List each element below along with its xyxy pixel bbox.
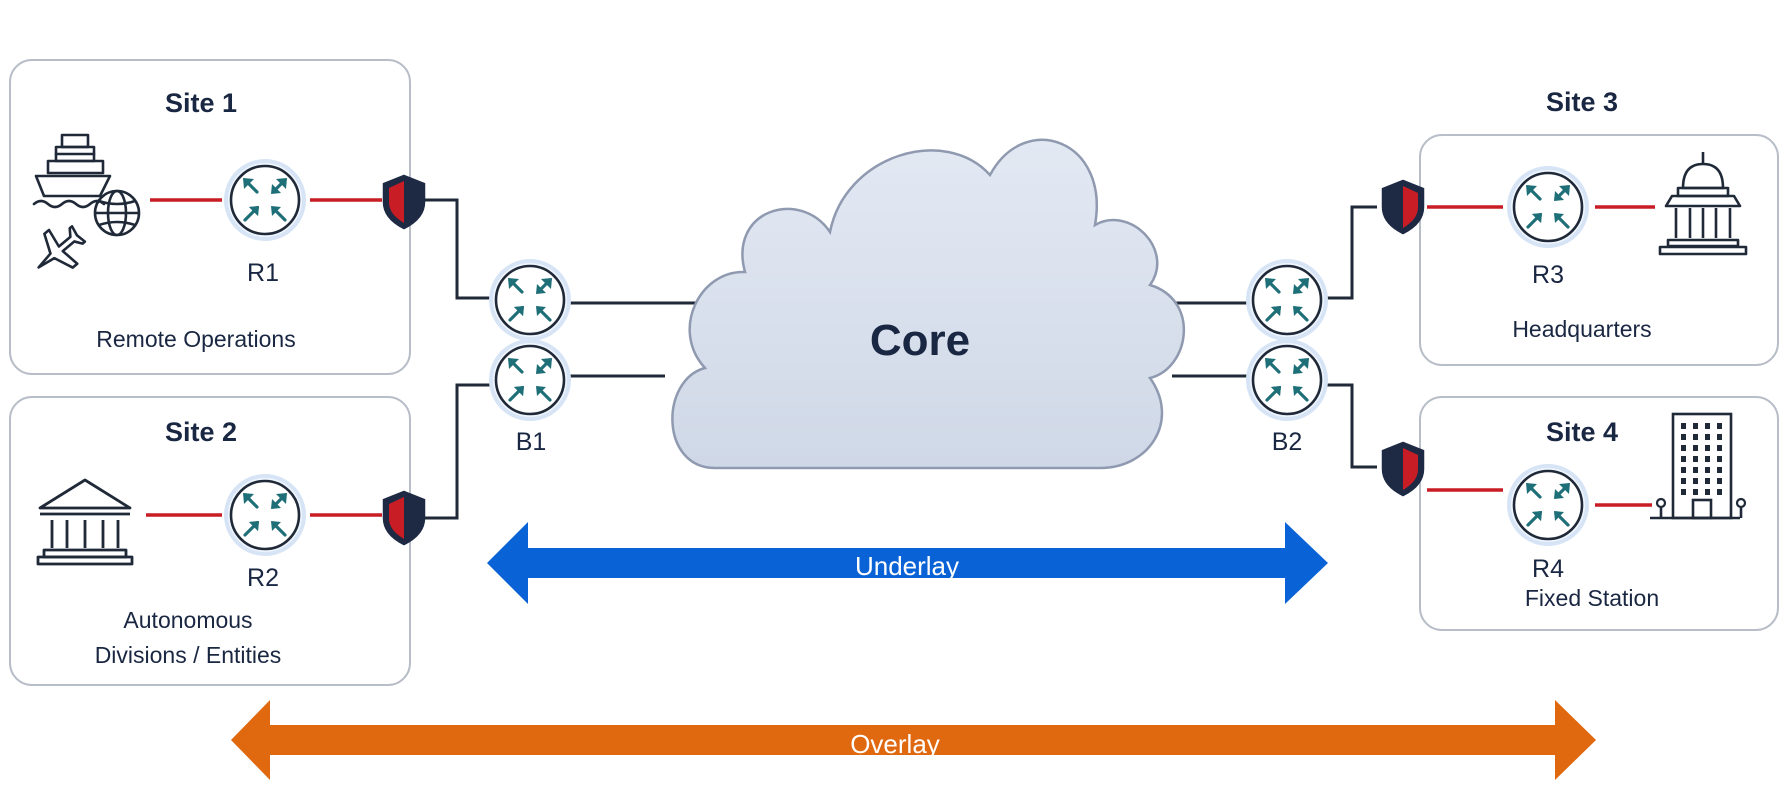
window-mark: [1717, 478, 1722, 484]
window-mark: [1681, 434, 1686, 440]
backbone-links: [424, 198, 1377, 520]
core-cloud: [671, 138, 1186, 470]
router-r4-icon: [1507, 464, 1589, 546]
site-4-caption: Fixed Station: [1525, 585, 1659, 611]
underlay-arrow: Underlay: [487, 522, 1328, 604]
site-2-title: Site 2: [165, 417, 237, 447]
overlay-label: Overlay: [850, 729, 940, 759]
government-building-icon: [36, 478, 134, 566]
window-mark: [1681, 478, 1686, 484]
border-router-b2-top-icon: [1246, 259, 1328, 341]
router-r2-label: R2: [247, 564, 279, 592]
site-4-title: Site 4: [1546, 417, 1618, 447]
router-r1-icon: [224, 159, 306, 241]
router-r2-icon: [224, 474, 306, 556]
core-label: Core: [870, 316, 970, 365]
globe-icon: [93, 189, 141, 237]
router-r3-icon: [1507, 166, 1589, 248]
window-mark: [1705, 489, 1710, 495]
window-mark: [1717, 434, 1722, 440]
site-1-title: Site 1: [165, 88, 237, 118]
airplane-icon: [37, 225, 87, 269]
router-r1-label: R1: [247, 259, 279, 287]
site-3-caption: Headquarters: [1512, 316, 1651, 342]
firewall-site-4-icon: [1381, 441, 1425, 497]
ship-icon: [32, 133, 112, 209]
border-router-b1-top-icon: [489, 259, 571, 341]
window-mark: [1705, 478, 1710, 484]
site-3-title: Site 3: [1546, 87, 1618, 117]
border-router-b2-label: B2: [1272, 428, 1303, 456]
site-2-caption-line-1: Autonomous: [123, 607, 252, 633]
window-mark: [1717, 489, 1722, 495]
router-r4-label: R4: [1532, 555, 1564, 583]
window-mark: [1693, 456, 1698, 462]
window-mark: [1693, 423, 1698, 429]
border-router-b1-label: B1: [516, 428, 547, 456]
window-mark: [1705, 445, 1710, 451]
window-mark: [1717, 467, 1722, 473]
window-mark: [1693, 489, 1698, 495]
router-r3-label: R3: [1532, 261, 1564, 289]
window-mark: [1717, 456, 1722, 462]
underlay-label: Underlay: [855, 551, 959, 581]
site-2-caption-line-2: Divisions / Entities: [95, 642, 282, 668]
window-mark: [1681, 456, 1686, 462]
window-mark: [1693, 445, 1698, 451]
window-mark: [1705, 423, 1710, 429]
window-mark: [1693, 467, 1698, 473]
firewall-site-3-icon: [1381, 179, 1425, 235]
site-4-box: [1419, 396, 1779, 631]
window-mark: [1681, 445, 1686, 451]
window-mark: [1681, 489, 1686, 495]
window-mark: [1681, 467, 1686, 473]
overlay-arrow: Overlay: [231, 700, 1596, 780]
site-links: [146, 198, 1655, 517]
window-mark: [1705, 467, 1710, 473]
window-mark: [1681, 423, 1686, 429]
site-1-caption: Remote Operations: [96, 326, 295, 352]
window-mark: [1705, 434, 1710, 440]
window-mark: [1693, 478, 1698, 484]
border-router-b1-bottom-icon: [489, 339, 571, 421]
capitol-building-icon: [1658, 152, 1748, 256]
window-mark: [1717, 423, 1722, 429]
office-tower-icon: [1650, 412, 1747, 520]
window-mark: [1717, 445, 1722, 451]
window-mark: [1705, 456, 1710, 462]
window-mark: [1693, 434, 1698, 440]
site-3-box: [1419, 134, 1779, 366]
border-router-b2-bottom-icon: [1246, 339, 1328, 421]
